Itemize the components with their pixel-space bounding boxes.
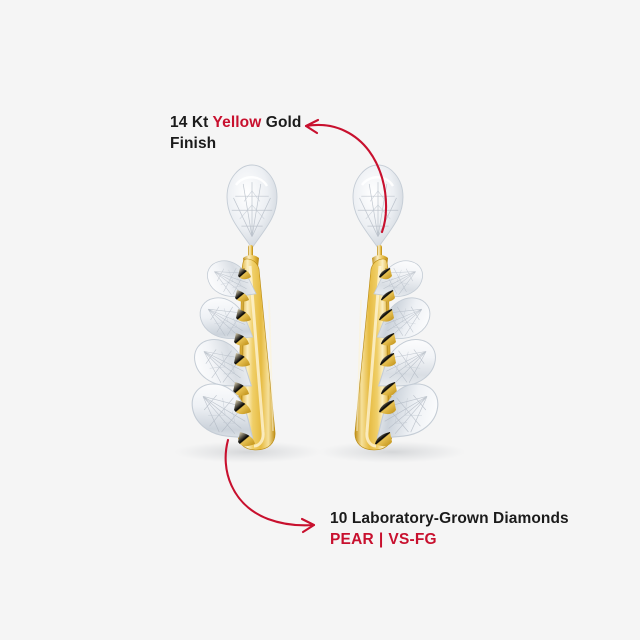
callout-diamonds-line2: PEAR|VS-FG (330, 530, 569, 551)
callout-gold-accent: Yellow (212, 114, 262, 131)
callout-gold-finish: 14 Kt Yellow Gold Finish (170, 113, 301, 155)
product-shadow (174, 441, 466, 463)
earring-right-prong-4 (375, 400, 396, 447)
earring-left-prong-2 (234, 309, 251, 346)
earring-right (352, 164, 440, 451)
earring-right-prong-2 (379, 309, 396, 346)
callout-gold-karat: 14 Kt (170, 114, 213, 131)
earring-right-gold-band (354, 258, 393, 451)
callout-gold-line1: 14 Kt Yellow Gold (170, 113, 301, 134)
earring-right-stud-diamond (352, 164, 404, 249)
callout-diamond-grade: VS-FG (388, 530, 437, 548)
earring-right-prong-3 (380, 353, 397, 396)
callout-gold-metal: Gold (261, 114, 302, 131)
callout-gold-line2: Finish (170, 134, 217, 152)
earring-left-prong-1 (235, 268, 251, 302)
earring-left (190, 164, 278, 451)
callout-diamond-shape: PEAR (330, 530, 374, 548)
earring-left-stud-diamond (226, 164, 278, 249)
callout-diamonds: 10 Laboratory-Grown Diamonds PEAR|VS-FG (330, 509, 569, 551)
callout-diamonds-line1: 10 Laboratory-Grown Diamonds (330, 510, 569, 527)
earring-left-prong-3 (233, 353, 250, 396)
callout-separator: | (378, 530, 384, 548)
earring-right-prong-1 (379, 268, 395, 302)
